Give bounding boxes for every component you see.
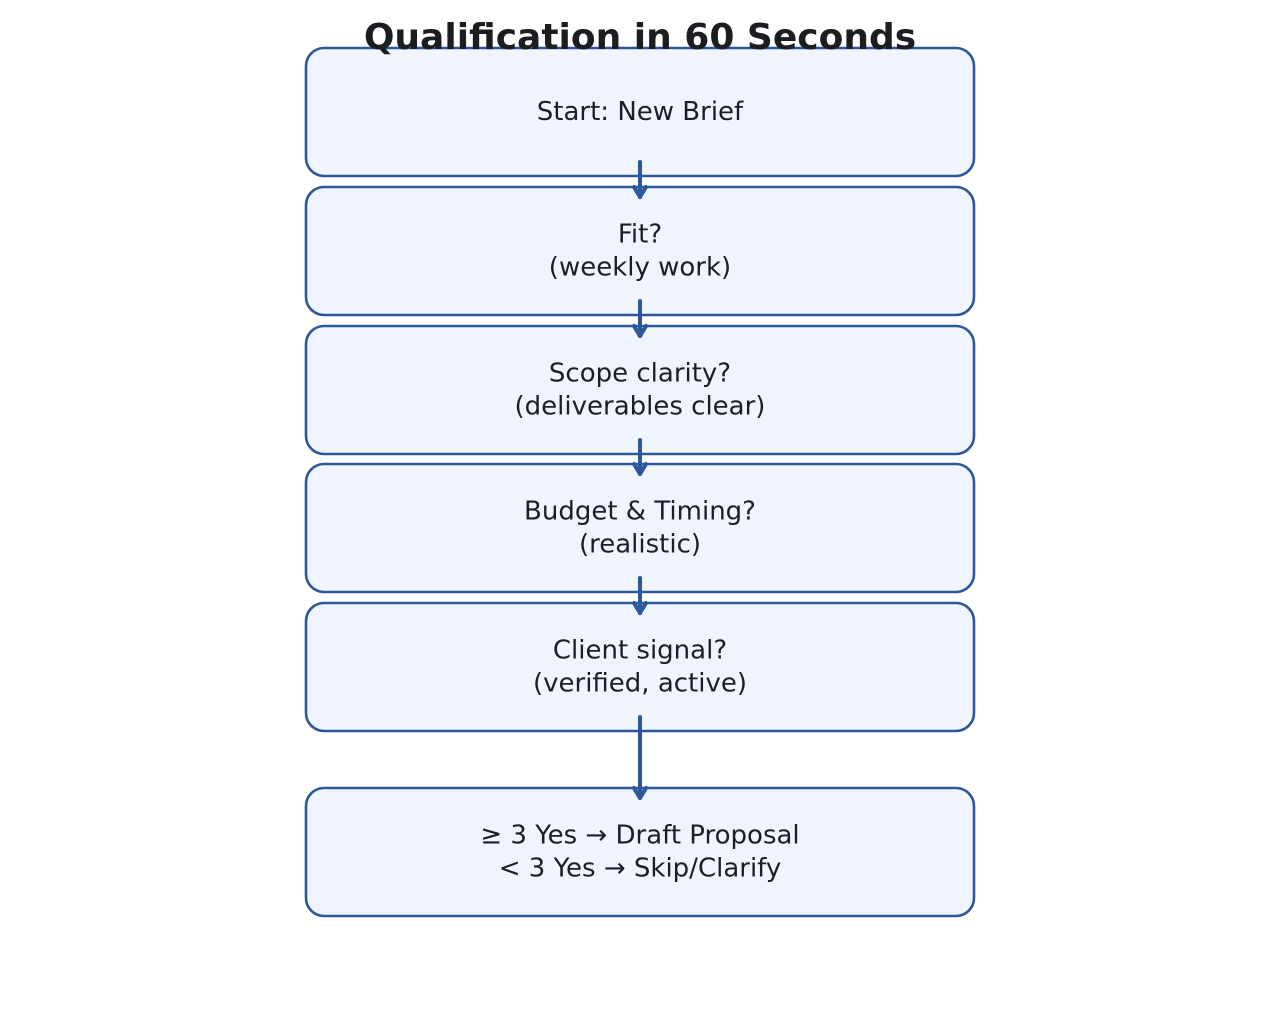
edge-arrow xyxy=(632,299,648,338)
edge-arrow xyxy=(632,160,648,199)
edge-arrow xyxy=(632,438,648,476)
node-signal: Client signal?(verified, active) xyxy=(304,601,976,733)
node-label-line: < 3 Yes → Skip/Clarify xyxy=(499,854,782,884)
node-decision: ≥ 3 Yes → Draft Proposal< 3 Yes → Skip/C… xyxy=(304,786,976,918)
arrowhead-icon xyxy=(632,185,648,199)
node-label-line: Client signal? xyxy=(553,636,727,666)
arrowhead-icon xyxy=(632,462,648,476)
edge-arrow xyxy=(632,715,648,800)
node-start: Start: New Brief xyxy=(304,46,976,178)
arrowhead-icon xyxy=(632,324,648,338)
arrowhead-icon xyxy=(632,601,648,615)
node-label-line: (verified, active) xyxy=(533,669,747,699)
diagram-title: Qualification in 60 Seconds xyxy=(363,17,917,58)
node-budget: Budget & Timing?(realistic) xyxy=(304,462,976,594)
node-label-line: (deliverables clear) xyxy=(515,392,766,422)
node-label-line: Start: New Brief xyxy=(537,97,744,127)
node-label-line: (weekly work) xyxy=(549,253,731,283)
node-label-line: ≥ 3 Yes → Draft Proposal xyxy=(480,821,799,851)
node-box xyxy=(304,601,976,733)
arrowhead-icon xyxy=(632,786,648,800)
edge-arrow xyxy=(632,576,648,615)
node-fit: Fit?(weekly work) xyxy=(304,185,976,317)
node-label-line: Scope clarity? xyxy=(549,359,731,389)
node-box xyxy=(304,786,976,918)
node-scope: Scope clarity?(deliverables clear) xyxy=(304,324,976,456)
node-box xyxy=(304,462,976,594)
node-label-line: Budget & Timing? xyxy=(524,497,756,527)
node-box xyxy=(304,324,976,456)
node-label-line: Fit? xyxy=(618,220,662,250)
node-box xyxy=(304,185,976,317)
node-label-line: (realistic) xyxy=(579,530,701,560)
